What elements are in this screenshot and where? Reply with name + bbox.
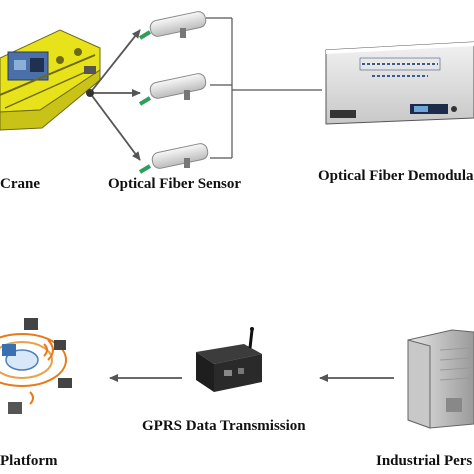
fiber-bus	[206, 17, 322, 159]
wireless-network-icon	[0, 318, 72, 414]
gprs-module-icon	[196, 327, 262, 392]
sensor-connections	[89, 29, 141, 161]
crane-label: Crane	[0, 176, 40, 192]
demodulator-device	[325, 41, 474, 125]
sensor-label: Optical Fiber Sensor	[108, 176, 242, 192]
fiber-sensor-icon	[138, 73, 207, 106]
platform-label: Platform	[0, 453, 58, 469]
crane-illustration	[0, 29, 101, 131]
pc-label: Industrial Pers	[376, 453, 473, 469]
junction-dot	[86, 89, 94, 97]
fiber-sensor-icon	[138, 143, 209, 174]
industrial-pc-icon	[407, 329, 474, 429]
gprs-label: GPRS Data Transmission	[142, 418, 306, 434]
demodulator-label: Optical Fiber Demodula	[318, 168, 474, 184]
fiber-sensor-icon	[138, 11, 207, 40]
